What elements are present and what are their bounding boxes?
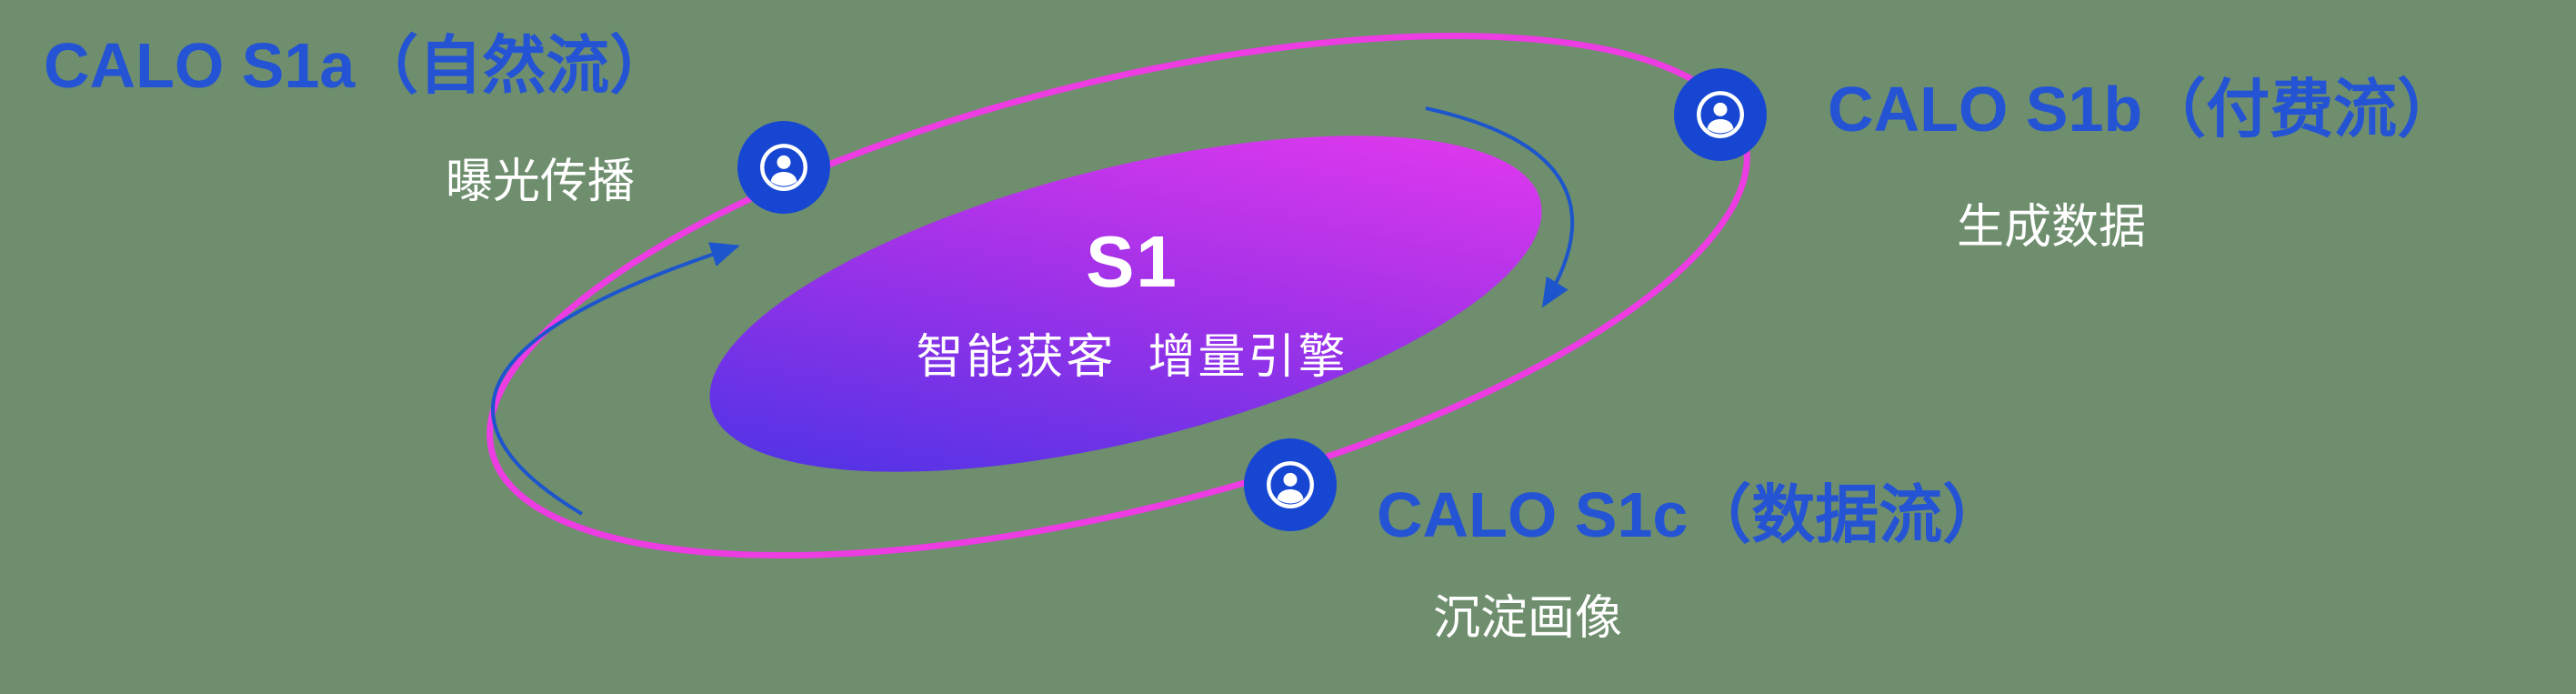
sublabel-s1b: 生成数据 bbox=[1957, 201, 2147, 254]
person-icon bbox=[1267, 461, 1314, 508]
node-s1a bbox=[737, 121, 830, 214]
person-icon bbox=[760, 144, 807, 191]
label-s1c: CALO S1c（数据流） bbox=[1377, 479, 2007, 550]
flow-arrow-left bbox=[491, 242, 740, 516]
sublabel-s1c: 沉淀画像 bbox=[1433, 592, 1623, 645]
node-s1b bbox=[1674, 68, 1767, 161]
core-ellipse bbox=[709, 136, 1542, 472]
core-text-block: S1 智能获客 增量引擎 bbox=[917, 220, 1348, 387]
person-icon bbox=[1697, 91, 1744, 138]
core-subtitle: 智能获客 增量引擎 bbox=[916, 331, 1348, 384]
node-s1c bbox=[1244, 438, 1337, 531]
flow-arrow-right bbox=[1425, 106, 1575, 308]
label-s1a: CALO S1a（自然流） bbox=[44, 30, 674, 101]
sublabel-s1a: 曝光传播 bbox=[446, 156, 636, 208]
core-title: S1 bbox=[1086, 221, 1178, 302]
label-s1b: CALO S1b（付费流） bbox=[1828, 74, 2461, 145]
